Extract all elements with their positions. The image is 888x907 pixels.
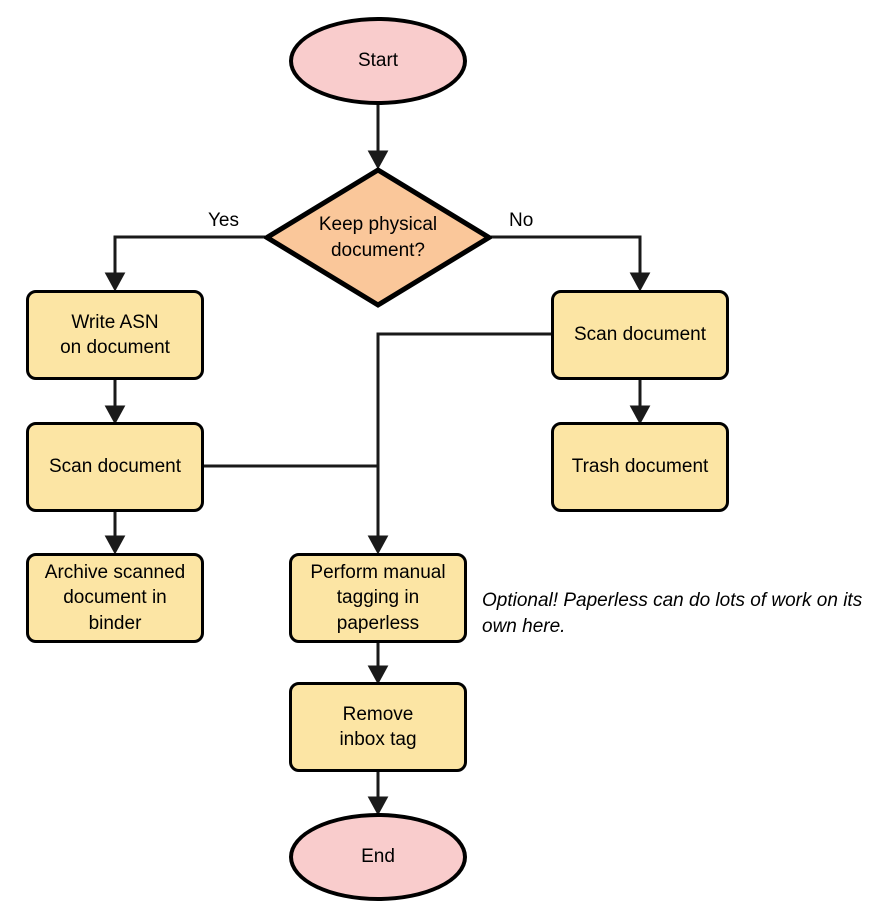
node-scan-document-right[interactable]: Scan document [551, 290, 729, 380]
node-scan-document-right-label: Scan document [573, 324, 707, 346]
node-decision-label: Keep physical document? [318, 214, 438, 261]
node-end[interactable]: End [289, 813, 467, 901]
node-write-asn-label: Write ASN on document [60, 311, 170, 358]
node-end-label: End [361, 846, 395, 868]
edge-label-no: No [509, 210, 534, 231]
node-tagging-label: Perform manual tagging in paperless [310, 562, 446, 634]
edge-scan-right-to-tagging [367, 332, 552, 555]
edge-label-yes: Yes [208, 210, 239, 231]
node-write-asn-on-document[interactable]: Write ASN on document [26, 290, 204, 380]
node-trash-document-label: Trash document [571, 456, 709, 478]
node-archive-scanned-document[interactable]: Archive scanned document in binder [26, 553, 204, 643]
diamond-shape [264, 167, 492, 308]
node-scan-document-left[interactable]: Scan document [26, 422, 204, 512]
annotation-optional-note-text: Optional! Paperless can do lots of work … [482, 590, 863, 637]
annotation-optional-note: Optional! Paperless can do lots of work … [482, 588, 882, 639]
node-archive-label: Archive scanned document in binder [44, 562, 186, 634]
edge-no-to-scan-right [491, 235, 651, 292]
node-remove-inbox-label: Remove inbox tag [339, 703, 417, 750]
node-perform-manual-tagging[interactable]: Perform manual tagging in paperless [289, 553, 467, 643]
node-start-label: Start [357, 50, 399, 72]
edge-yes-to-write-asn [104, 235, 265, 292]
node-scan-document-left-label: Scan document [48, 456, 182, 478]
node-keep-physical-document[interactable]: Keep physical document? [264, 167, 492, 308]
node-trash-document[interactable]: Trash document [551, 422, 729, 512]
node-remove-inbox-tag[interactable]: Remove inbox tag [289, 682, 467, 772]
node-start[interactable]: Start [289, 17, 467, 105]
